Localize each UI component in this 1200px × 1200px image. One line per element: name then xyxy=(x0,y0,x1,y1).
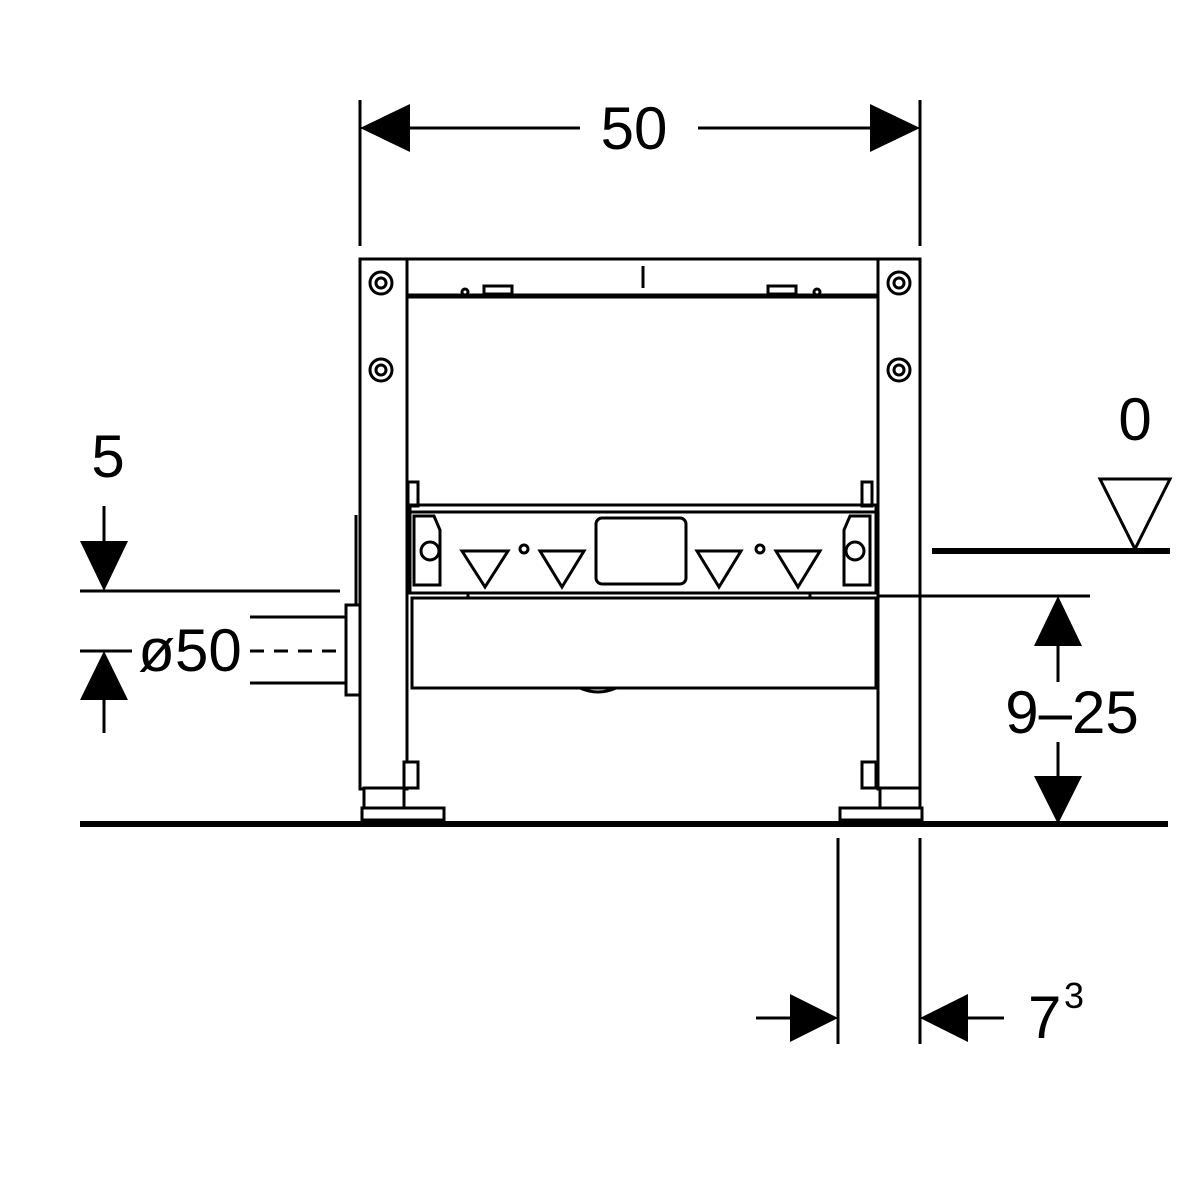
width-label: 50 xyxy=(601,95,668,162)
bolt-holes xyxy=(368,270,912,383)
pipe-diameter-label: ø50 xyxy=(138,617,241,684)
adjust-range-dimension xyxy=(878,594,1090,824)
foot-width-superscript: 3 xyxy=(1064,975,1084,1016)
frame-feet xyxy=(360,760,924,822)
drain-pipe xyxy=(250,515,362,697)
width-dimension xyxy=(358,100,922,246)
mounting-bracket xyxy=(406,480,878,602)
level-marker xyxy=(932,477,1173,554)
pipe-offset-label: 5 xyxy=(91,423,124,490)
lower-box xyxy=(410,596,878,694)
foot-width-dimension xyxy=(756,838,1004,1044)
pipe-offset-dimension xyxy=(80,506,340,733)
foot-width-label: 7 xyxy=(1028,984,1061,1051)
adjust-range-label: 9–25 xyxy=(1005,679,1138,746)
level-zero-label: 0 xyxy=(1118,386,1151,453)
